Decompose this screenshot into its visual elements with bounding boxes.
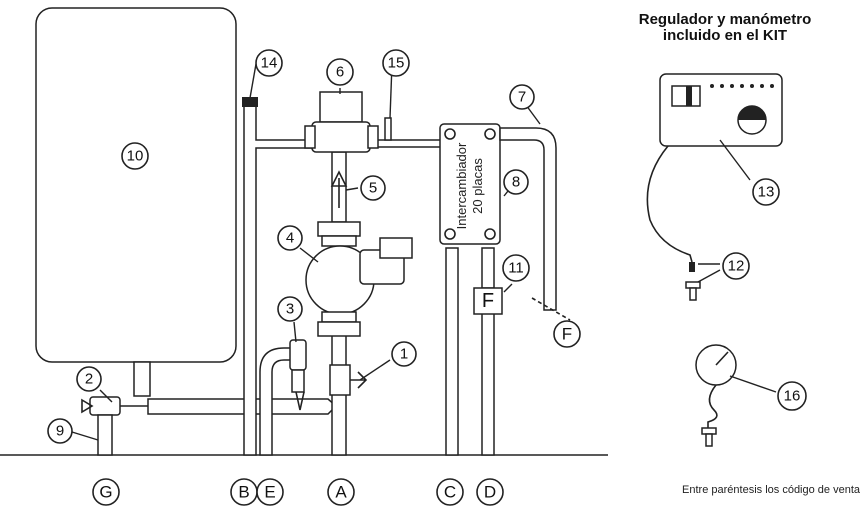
callout-1: 1 — [391, 341, 417, 367]
svg-text:2: 2 — [85, 371, 93, 388]
svg-text:11: 11 — [508, 260, 524, 277]
exchanger-label-line2: 20 placas — [470, 158, 485, 214]
svg-text:12: 12 — [728, 258, 745, 275]
ball-valve — [329, 364, 368, 396]
pipe-d-lower — [481, 311, 495, 456]
svg-text:10: 10 — [127, 148, 144, 165]
svg-text:A: A — [335, 483, 347, 502]
connection-f: F — [553, 320, 581, 348]
plate-heat-exchanger: Intercambiador 20 placas — [439, 123, 501, 245]
safety-valve — [289, 339, 307, 411]
pressure-gauge — [695, 344, 737, 447]
exchanger-label-line1: Intercambiador — [454, 142, 469, 229]
flow-arrow — [330, 170, 348, 208]
pipe-g — [97, 414, 113, 456]
callout-10: 10 — [121, 142, 149, 170]
svg-text:15: 15 — [388, 55, 405, 72]
callout-3: 3 — [277, 296, 303, 322]
callout-15: 15 — [382, 49, 410, 77]
svg-text:D: D — [484, 483, 496, 502]
flow-meter-letter: F — [482, 290, 494, 312]
svg-text:4: 4 — [286, 230, 294, 247]
svg-text:6: 6 — [336, 64, 344, 81]
pipe-d — [481, 247, 495, 289]
callout-4: 4 — [277, 225, 303, 251]
connection-a: A — [327, 478, 355, 506]
callout-5: 5 — [360, 175, 386, 201]
callout-12: 12 — [722, 252, 750, 280]
svg-text:C: C — [444, 483, 456, 502]
return-pipe — [147, 398, 338, 415]
flow-meter: F — [473, 287, 503, 315]
svg-text:7: 7 — [518, 89, 526, 106]
svg-text:9: 9 — [56, 423, 64, 440]
svg-text:5: 5 — [369, 180, 377, 197]
svg-text:G: G — [99, 483, 112, 502]
svg-text:F: F — [562, 325, 572, 344]
svg-text:8: 8 — [512, 174, 520, 191]
kit-title-line1: Regulador y manómetro — [638, 11, 812, 28]
connection-g: G — [92, 478, 120, 506]
connection-d: D — [476, 478, 504, 506]
svg-text:1: 1 — [400, 346, 408, 363]
callout-7: 7 — [509, 84, 535, 110]
pipe-f — [499, 127, 571, 321]
connection-c: C — [436, 478, 464, 506]
svg-text:16: 16 — [784, 388, 801, 405]
three-way-valve — [304, 91, 440, 153]
callout-14: 14 — [255, 49, 283, 77]
callout-8: 8 — [503, 169, 529, 195]
footnote: Entre paréntesis los código de venta — [682, 484, 860, 496]
sensor-probe — [384, 117, 392, 141]
drain-valve — [81, 396, 148, 416]
svg-text:3: 3 — [286, 301, 294, 318]
callout-16: 16 — [777, 381, 807, 411]
callout-9: 9 — [47, 418, 73, 444]
svg-text:14: 14 — [261, 55, 278, 72]
callout-2: 2 — [76, 366, 102, 392]
kit-title: Regulador y manómetro incluido en el KIT — [610, 12, 840, 44]
callout-6: 6 — [326, 58, 354, 86]
svg-text:13: 13 — [758, 184, 775, 201]
kit-title-line2: incluido en el KIT — [662, 27, 788, 44]
regulator-device — [659, 73, 783, 147]
svg-text:E: E — [264, 483, 275, 502]
circulation-pump — [305, 221, 413, 337]
connection-b: B — [230, 478, 258, 506]
pipe-c — [445, 247, 459, 456]
callout-11: 11 — [502, 254, 530, 282]
sensor-cable — [646, 145, 701, 301]
connection-e: E — [256, 478, 284, 506]
svg-text:B: B — [238, 483, 249, 502]
callout-13: 13 — [752, 178, 780, 206]
storage-tank — [35, 7, 237, 397]
